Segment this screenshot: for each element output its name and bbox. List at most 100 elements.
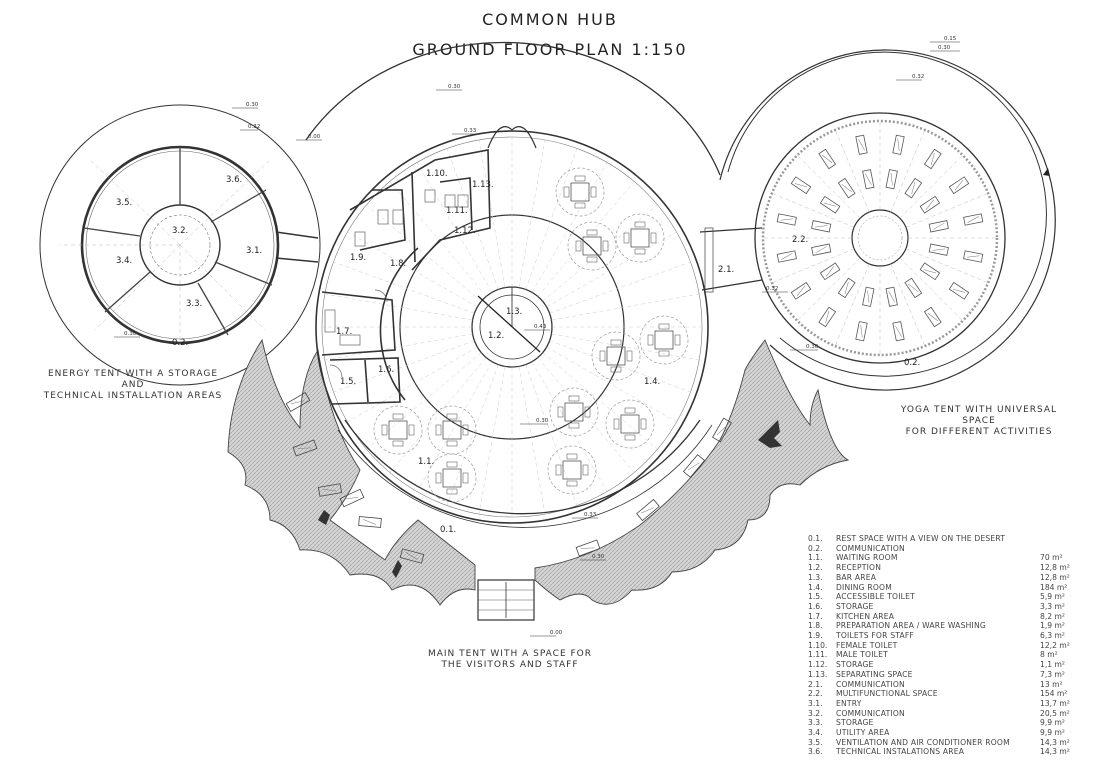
legend-num: 1.6. bbox=[808, 601, 823, 611]
level-0-15: 0.15 bbox=[944, 36, 957, 42]
yoga-mat bbox=[790, 176, 812, 194]
table-zone bbox=[591, 331, 641, 381]
spoke-line bbox=[551, 293, 700, 321]
legend-name: KITCHEN AREA bbox=[836, 611, 895, 621]
legend-area: 6,3 m² bbox=[1040, 631, 1065, 641]
lounger bbox=[358, 516, 382, 528]
legend-num: 2.2. bbox=[808, 689, 823, 699]
legend-area: 20,5 m² bbox=[1040, 708, 1070, 718]
yoga-mat bbox=[811, 220, 832, 233]
spoke-line bbox=[389, 181, 487, 297]
level-0-30-c: 0.30 bbox=[448, 84, 461, 90]
dining-table bbox=[599, 339, 633, 373]
room-label-2-2: 2.2. bbox=[792, 235, 808, 245]
legend-area: 8,2 m² bbox=[1040, 611, 1065, 621]
table-zone bbox=[427, 453, 477, 503]
spoke-line bbox=[366, 204, 482, 302]
room-label-3-2: 3.2. bbox=[172, 226, 188, 236]
legend-area: 70 m² bbox=[1040, 553, 1063, 563]
spoke-line bbox=[771, 192, 855, 228]
yoga-mat bbox=[862, 286, 875, 307]
legend-name: WAITING ROOM bbox=[836, 553, 898, 563]
legend-row: 3.5.VENTILATION AND AIR CONDITIONER ROOM… bbox=[808, 738, 1088, 748]
spoke-line bbox=[542, 352, 658, 450]
legend-row: 0.2.COMMUNICATION bbox=[808, 544, 1088, 554]
dining-table bbox=[555, 453, 589, 487]
yoga-mat bbox=[790, 282, 812, 300]
room-label-1-2: 1.2. bbox=[488, 331, 504, 341]
yoga-mat bbox=[919, 195, 941, 214]
plan-subtitle: GROUND FLOOR PLAN 1:150 bbox=[412, 40, 688, 59]
legend-row: 0.1.REST SPACE WITH A VIEW ON THE DESERT bbox=[808, 534, 1088, 544]
legend-num: 1.13. bbox=[808, 669, 828, 679]
level-0-33-a: 0.33 bbox=[464, 128, 477, 134]
room-label-3-6: 3.6. bbox=[226, 175, 242, 185]
legend-num: 3.1. bbox=[808, 698, 823, 708]
legend-num: 1.2. bbox=[808, 563, 823, 573]
legend-area bbox=[1040, 534, 1088, 544]
spoke-line bbox=[333, 340, 475, 393]
level-0-33-b: 0.33 bbox=[584, 512, 597, 518]
level-0-30-g: 0.30 bbox=[592, 554, 605, 560]
room-label-2-1: 2.1. bbox=[718, 265, 734, 275]
yoga-mat bbox=[818, 148, 836, 170]
legend-name: VENTILATION AND AIR CONDITIONER ROOM bbox=[836, 737, 1010, 747]
room-label-1-10: 1.10. bbox=[426, 169, 448, 179]
room-label-1-4: 1.4. bbox=[644, 377, 660, 387]
legend-num: 3.4. bbox=[808, 728, 823, 738]
room-label-0-1: 0.1. bbox=[440, 525, 456, 535]
yoga-mat bbox=[818, 306, 836, 328]
legend-num: 2.1. bbox=[808, 679, 823, 689]
yoga-mat bbox=[776, 213, 797, 226]
room-label-1-12: 1.12. bbox=[454, 226, 476, 236]
room-label-0-2-b: 0.2. bbox=[904, 358, 920, 368]
yoga-mat bbox=[885, 286, 898, 307]
yoga-mat bbox=[928, 243, 949, 256]
legend-name: COMMUNICATION bbox=[836, 679, 905, 689]
spoke-line bbox=[890, 129, 926, 213]
room-label-1-6: 1.6. bbox=[378, 365, 394, 375]
legend-num: 1.1. bbox=[808, 553, 823, 563]
yoga-mat bbox=[963, 213, 984, 226]
spoke-line bbox=[797, 257, 861, 321]
room-label-1-7: 1.7. bbox=[336, 327, 352, 337]
spoke-line bbox=[771, 248, 855, 284]
spoke-line bbox=[324, 333, 473, 361]
level-0-00-a: 0.00 bbox=[308, 134, 321, 140]
legend-num: 3.6. bbox=[808, 747, 823, 757]
level-0-30-d: 0.30 bbox=[806, 344, 819, 350]
table-zone bbox=[549, 387, 599, 437]
legend-num: 1.12. bbox=[808, 660, 828, 670]
legend-area: 12,8 m² bbox=[1040, 563, 1070, 573]
legend-num: 0.2. bbox=[808, 543, 823, 553]
yoga-mat bbox=[855, 321, 868, 342]
table-zone bbox=[555, 167, 605, 217]
legend-num: 1.7. bbox=[808, 611, 823, 621]
spoke-line bbox=[416, 162, 493, 293]
level-0-30-f: 0.30 bbox=[536, 418, 549, 424]
legend-area: 7,3 m² bbox=[1040, 669, 1065, 679]
legend-area: 184 m² bbox=[1040, 582, 1068, 592]
dining-table bbox=[575, 229, 609, 263]
spoke-line bbox=[333, 261, 475, 314]
spoke-line bbox=[518, 139, 546, 288]
awning bbox=[227, 338, 476, 606]
room-label-1-13: 1.13. bbox=[472, 180, 494, 190]
dining-table bbox=[435, 461, 469, 495]
level-0-32-c: 0.32 bbox=[766, 286, 778, 292]
yoga-mat bbox=[885, 169, 898, 190]
legend-name: FEMALE TOILET bbox=[836, 640, 898, 650]
spoke-line bbox=[549, 340, 691, 393]
legend-area: 1,9 m² bbox=[1040, 621, 1065, 631]
level-0-32-a: 0.32 bbox=[912, 74, 924, 80]
